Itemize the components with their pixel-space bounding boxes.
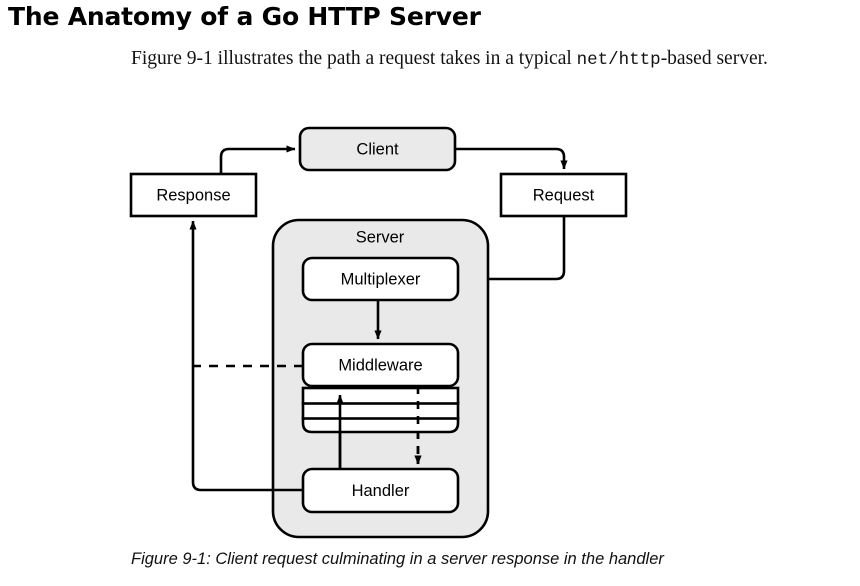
server-label: Server — [356, 228, 405, 246]
intro-paragraph: Figure 9-1 illustrates the path a reques… — [131, 45, 843, 74]
multiplexer-label: Multiplexer — [341, 270, 421, 288]
intro-paragraph-text-after: -based server. — [660, 48, 768, 69]
figure-9-1: Server Client Response Request Multiplex… — [0, 112, 860, 544]
edge-client-to-request — [455, 147, 568, 170]
node-request[interactable]: Request — [499, 172, 628, 218]
figure-caption: Figure 9-1: Client request culminating i… — [131, 550, 664, 568]
intro-paragraph-text-before: Figure 9-1 illustrates the path a reques… — [131, 48, 577, 69]
request-label: Request — [533, 186, 595, 204]
page-title: The Anatomy of a Go HTTP Server — [8, 2, 481, 31]
node-middleware[interactable]: Middleware — [301, 342, 460, 434]
node-multiplexer[interactable]: Multiplexer — [301, 256, 460, 302]
response-label: Response — [156, 186, 230, 204]
node-handler[interactable]: Handler — [301, 467, 460, 514]
edge-handler-to-response — [189, 220, 303, 492]
edge-response-to-client — [219, 145, 296, 174]
edge-request-to-multiplexer — [463, 216, 566, 283]
node-response[interactable]: Response — [129, 172, 258, 218]
middleware-label: Middleware — [338, 356, 422, 374]
handler-label: Handler — [352, 482, 410, 500]
inline-code-net-http: net/http — [576, 50, 661, 70]
client-label: Client — [356, 140, 399, 158]
node-client[interactable]: Client — [298, 126, 457, 172]
